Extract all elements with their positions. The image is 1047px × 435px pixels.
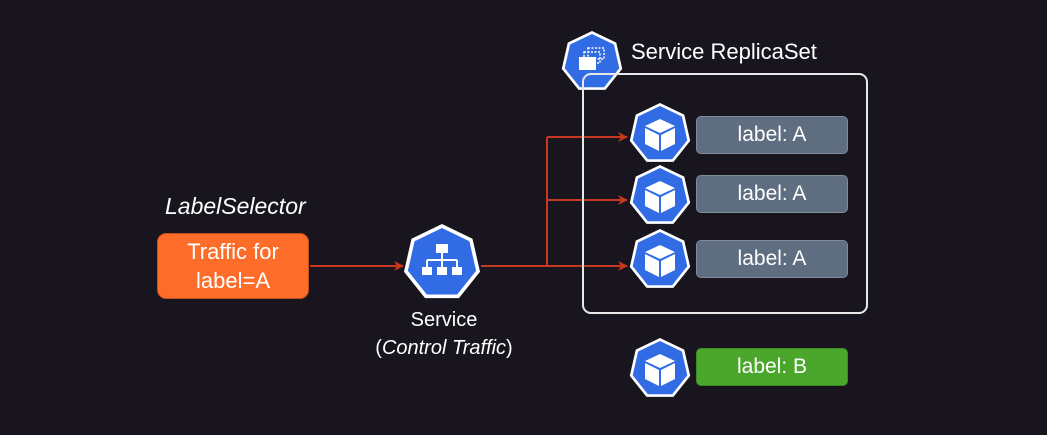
pod-label-1: label: A bbox=[696, 116, 848, 154]
traffic-line-2: label=A bbox=[195, 268, 270, 293]
replicaset-container bbox=[582, 73, 868, 314]
traffic-line-1: Traffic for bbox=[187, 239, 279, 264]
pod-label-3: label: A bbox=[696, 240, 848, 278]
service-detail-open: ( bbox=[375, 337, 382, 359]
pod-label-2: label: A bbox=[696, 175, 848, 213]
pod-icon bbox=[629, 229, 691, 288]
service-detail-close: ) bbox=[506, 337, 513, 359]
pod-icon bbox=[629, 103, 691, 162]
pod-icon bbox=[629, 165, 691, 224]
label-selector-heading: LabelSelector bbox=[165, 193, 306, 219]
service-detail: (Control Traffic) bbox=[344, 334, 544, 362]
service-name: Service bbox=[410, 309, 478, 331]
replicaset-title: Service ReplicaSet bbox=[631, 39, 817, 64]
pod-icon bbox=[629, 338, 691, 397]
pod-label-4: label: B bbox=[696, 348, 848, 386]
service-to-pods-connector bbox=[481, 137, 548, 267]
service-icon bbox=[403, 224, 481, 299]
service-caption: Service (Control Traffic) bbox=[344, 306, 544, 362]
service-detail-text: Control Traffic bbox=[381, 337, 507, 359]
traffic-node: Traffic for label=A bbox=[157, 233, 309, 299]
